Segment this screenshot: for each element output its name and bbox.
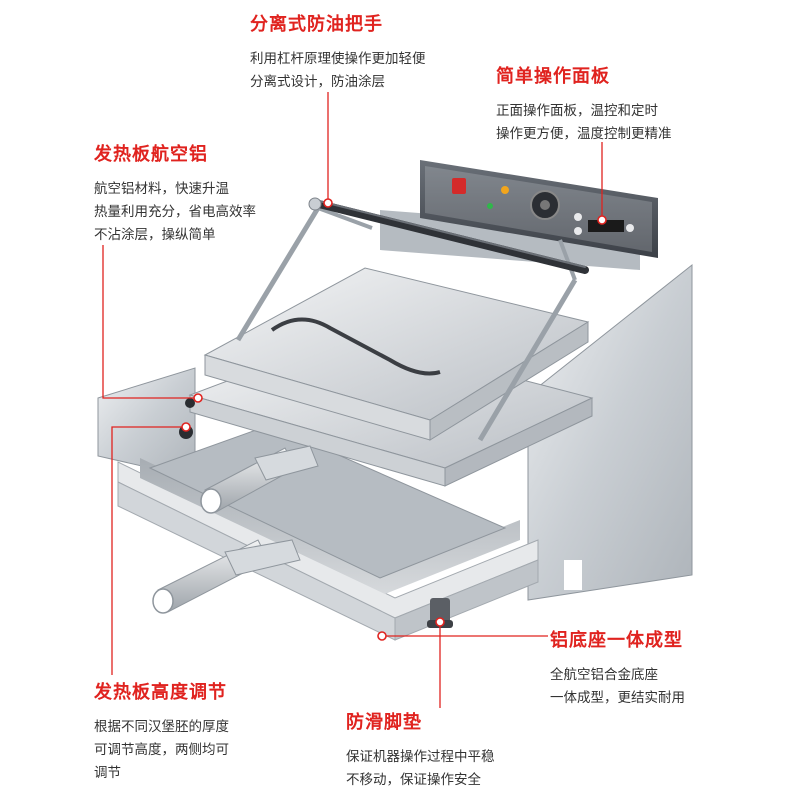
indicator-light-amber bbox=[501, 186, 509, 194]
callout-title: 简单操作面板 bbox=[496, 66, 610, 87]
callout-line: 调节 bbox=[94, 765, 121, 781]
support-rods bbox=[235, 206, 578, 442]
callout-line: 根据不同汉堡胚的厚度 bbox=[94, 719, 229, 735]
callout-line: 可调节高度，两侧均可 bbox=[94, 742, 229, 758]
power-switch bbox=[452, 178, 466, 194]
callout-title: 分离式防油把手 bbox=[250, 14, 383, 35]
callout-title: 防滑脚垫 bbox=[346, 712, 422, 733]
callout-line: 不沾涂层，操纵简单 bbox=[94, 227, 216, 243]
anti-oil-handle bbox=[308, 197, 589, 274]
right-side-guard bbox=[527, 263, 693, 601]
control-panel bbox=[420, 160, 658, 258]
callout-line: 热量利用充分，省电高效率 bbox=[94, 204, 256, 220]
callout-title: 发热板航空铝 bbox=[94, 144, 208, 165]
callout-line: 全航空铝合金底座 bbox=[550, 667, 658, 683]
callout-line: 一体成型，更结实耐用 bbox=[550, 690, 685, 706]
indicator-light-green bbox=[487, 203, 493, 209]
callout-title: 发热板高度调节 bbox=[94, 682, 227, 703]
leader-dots bbox=[181, 198, 607, 641]
callout-anti-oil-handle: 分离式防油把手 利用杠杆原理使操作更加轻便 分离式设计，防油涂层 bbox=[250, 10, 426, 94]
callout-line: 不移动，保证操作安全 bbox=[346, 772, 481, 788]
callout-line: 保证机器操作过程中平稳 bbox=[346, 749, 495, 765]
timer-display bbox=[588, 220, 624, 232]
callout-control-panel: 简单操作面板 正面操作面板，温控和定时 操作更方便，温度控制更精准 bbox=[496, 62, 672, 146]
middle-plate-handle bbox=[200, 445, 319, 514]
callout-line: 航空铝材料，快速升温 bbox=[94, 181, 229, 197]
callout-line: 分离式设计，防油涂层 bbox=[250, 74, 385, 90]
callout-aluminum-base: 铝底座一体成型 全航空铝合金底座 一体成型，更结实耐用 bbox=[550, 626, 685, 710]
callout-line: 正面操作面板，温控和定时 bbox=[496, 103, 658, 119]
callout-heating-plate: 发热板航空铝 航空铝材料，快速升温 热量利用充分，省电高效率 不沾涂层，操纵简单 bbox=[94, 140, 256, 247]
leader-lines bbox=[102, 92, 603, 708]
anti-slip-foot bbox=[430, 598, 450, 624]
timer-button bbox=[574, 213, 582, 221]
callout-height-adjustment: 发热板高度调节 根据不同汉堡胚的厚度 可调节高度，两侧均可 调节 bbox=[94, 678, 229, 785]
callout-title: 铝底座一体成型 bbox=[550, 630, 683, 651]
top-plate bbox=[203, 267, 590, 441]
callout-line: 利用杠杆原理使操作更加轻便 bbox=[250, 51, 426, 67]
lower-plate-handle bbox=[152, 539, 301, 614]
callout-line: 操作更方便，温度控制更精准 bbox=[496, 126, 672, 142]
callout-anti-slip-feet: 防滑脚垫 保证机器操作过程中平稳 不移动，保证操作安全 bbox=[346, 708, 495, 792]
